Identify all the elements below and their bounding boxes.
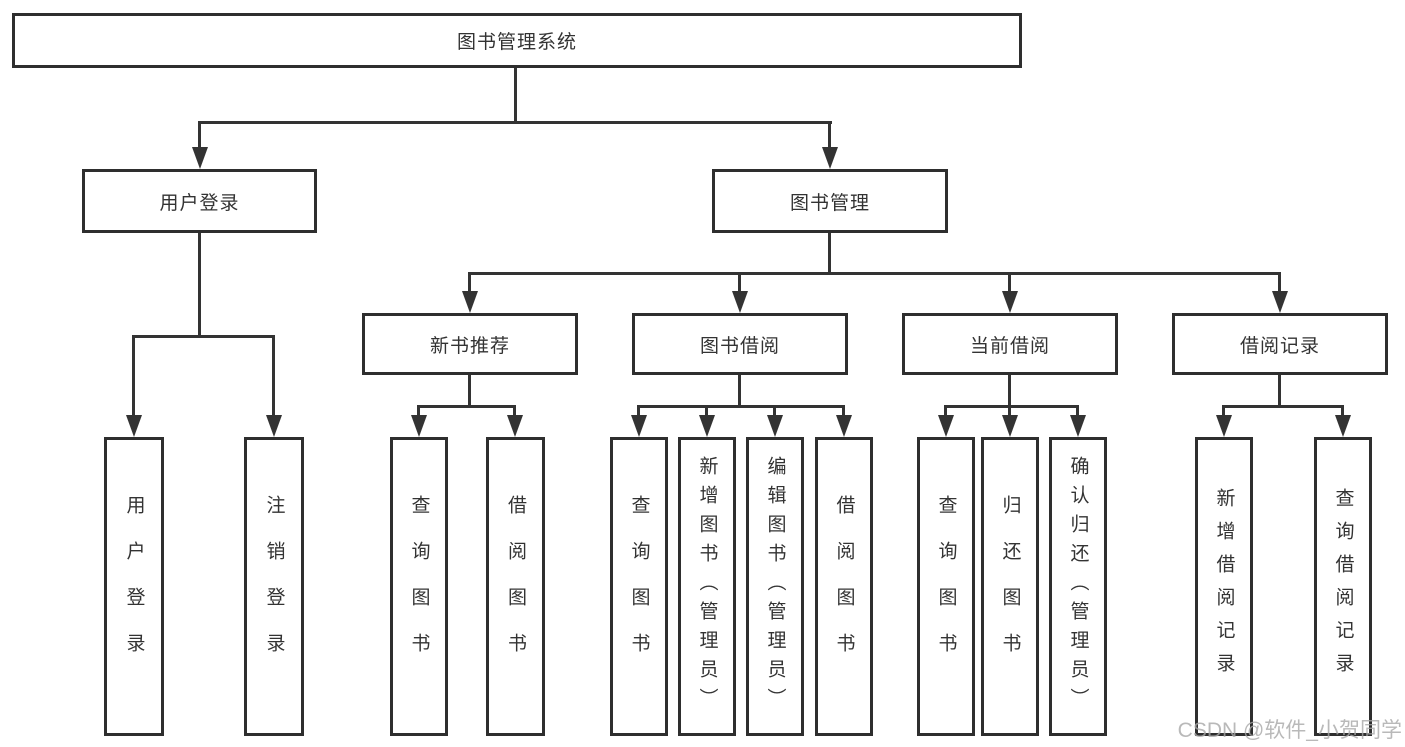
arrow-down-icon <box>266 415 282 437</box>
leaf-current-query-label: 查询图书 <box>935 494 957 679</box>
connector-stem <box>468 375 471 407</box>
connector-line <box>417 405 420 417</box>
node-book-management-label: 图书管理 <box>789 192 870 214</box>
node-user-login-label: 用户登录 <box>159 192 240 214</box>
node-current-borrow-label: 当前借阅 <box>969 335 1050 357</box>
leaf-borrow-book: 借阅图书 <box>815 437 873 736</box>
connector-line <box>513 405 516 417</box>
node-new-book-recommend: 新书推荐 <box>362 313 578 375</box>
leaf-record-query: 查询借阅记录 <box>1314 437 1372 736</box>
node-borrow-records-label: 借阅记录 <box>1239 335 1320 357</box>
arrow-down-icon <box>732 291 748 313</box>
leaf-newbook-query-label: 查询图书 <box>408 494 430 679</box>
leaf-borrow-query: 查询图书 <box>610 437 668 736</box>
connector-mgmt-bar <box>469 272 1281 275</box>
arrow-down-icon <box>126 415 142 437</box>
connector-line <box>944 405 947 417</box>
connector-line <box>1278 272 1281 293</box>
leaf-current-confirm-admin: 确认归还（管理员） <box>1049 437 1107 736</box>
leaf-borrow-add-admin: 新增图书（管理员） <box>678 437 736 736</box>
leaf-current-query: 查询图书 <box>917 437 975 736</box>
arrow-down-icon <box>1002 291 1018 313</box>
connector-line <box>828 121 831 149</box>
leaf-record-add: 新增借阅记录 <box>1195 437 1253 736</box>
connector-bar <box>638 405 845 408</box>
connector-line <box>132 335 135 417</box>
arrow-down-icon <box>507 415 523 437</box>
connector-line <box>1222 405 1225 417</box>
node-book-borrow-label: 图书借阅 <box>699 335 780 357</box>
connector-line <box>1008 405 1011 417</box>
node-book-management: 图书管理 <box>712 169 948 233</box>
leaf-newbook-borrow: 借阅图书 <box>486 437 545 736</box>
node-root-label: 图书管理系统 <box>456 32 577 53</box>
arrow-down-icon <box>631 415 647 437</box>
connector-bar <box>418 405 516 408</box>
node-borrow-records: 借阅记录 <box>1172 313 1388 375</box>
arrow-down-icon <box>462 291 478 313</box>
connector-root-stem <box>514 68 517 123</box>
leaf-borrow-edit-admin: 编辑图书（管理员） <box>746 437 804 736</box>
leaf-current-return: 归还图书 <box>981 437 1039 736</box>
connector-root-bar <box>199 121 832 124</box>
leaf-logout-label: 注销登录 <box>263 494 285 679</box>
watermark: CSDN @软件_小贺同学 <box>1177 719 1402 742</box>
connector-line <box>1076 405 1079 417</box>
arrow-down-icon <box>1216 415 1232 437</box>
connector-stem <box>1008 375 1011 407</box>
arrow-down-icon <box>938 415 954 437</box>
node-root: 图书管理系统 <box>12 13 1022 68</box>
arrow-down-icon <box>411 415 427 437</box>
arrow-down-icon <box>1335 415 1351 437</box>
connector-login-bar <box>133 335 275 338</box>
connector-line <box>637 405 640 417</box>
leaf-borrow-book-label: 借阅图书 <box>833 494 855 679</box>
leaf-newbook-query: 查询图书 <box>390 437 448 736</box>
connector-line <box>468 272 471 293</box>
arrow-down-icon <box>192 147 208 169</box>
connector-stem <box>1278 375 1281 407</box>
leaf-user-login-label: 用户登录 <box>123 494 145 679</box>
node-new-book-recommend-label: 新书推荐 <box>429 335 510 357</box>
leaf-borrow-add-admin-label: 新增图书（管理员） <box>696 456 718 717</box>
arrow-down-icon <box>1002 415 1018 437</box>
leaf-record-add-label: 新增借阅记录 <box>1213 487 1235 686</box>
connector-login-stem <box>198 233 201 337</box>
arrow-down-icon <box>836 415 852 437</box>
connector-bar <box>945 405 1079 408</box>
connector-line <box>272 335 275 417</box>
leaf-current-return-label: 归还图书 <box>999 494 1021 679</box>
arrow-down-icon <box>822 147 838 169</box>
leaf-newbook-borrow-label: 借阅图书 <box>505 494 526 679</box>
connector-line <box>1008 272 1011 293</box>
arrow-down-icon <box>1272 291 1288 313</box>
leaf-current-confirm-admin-label: 确认归还（管理员） <box>1067 456 1089 717</box>
leaf-user-login: 用户登录 <box>104 437 164 736</box>
leaf-borrow-edit-admin-label: 编辑图书（管理员） <box>764 456 786 717</box>
arrow-down-icon <box>1070 415 1086 437</box>
connector-bar <box>1223 405 1344 408</box>
connector-line <box>738 272 741 293</box>
connector-mgmt-stem <box>828 233 831 274</box>
connector-stem <box>738 375 741 407</box>
connector-line <box>842 405 845 417</box>
node-user-login: 用户登录 <box>82 169 317 233</box>
leaf-logout: 注销登录 <box>244 437 304 736</box>
connector-line <box>1341 405 1344 417</box>
leaf-borrow-query-label: 查询图书 <box>628 494 650 679</box>
arrow-down-icon <box>767 415 783 437</box>
node-current-borrow: 当前借阅 <box>902 313 1118 375</box>
node-book-borrow: 图书借阅 <box>632 313 848 375</box>
arrow-down-icon <box>699 415 715 437</box>
connector-line <box>773 405 776 417</box>
leaf-record-query-label: 查询借阅记录 <box>1332 487 1354 686</box>
connector-line <box>705 405 708 417</box>
connector-line <box>198 121 201 149</box>
